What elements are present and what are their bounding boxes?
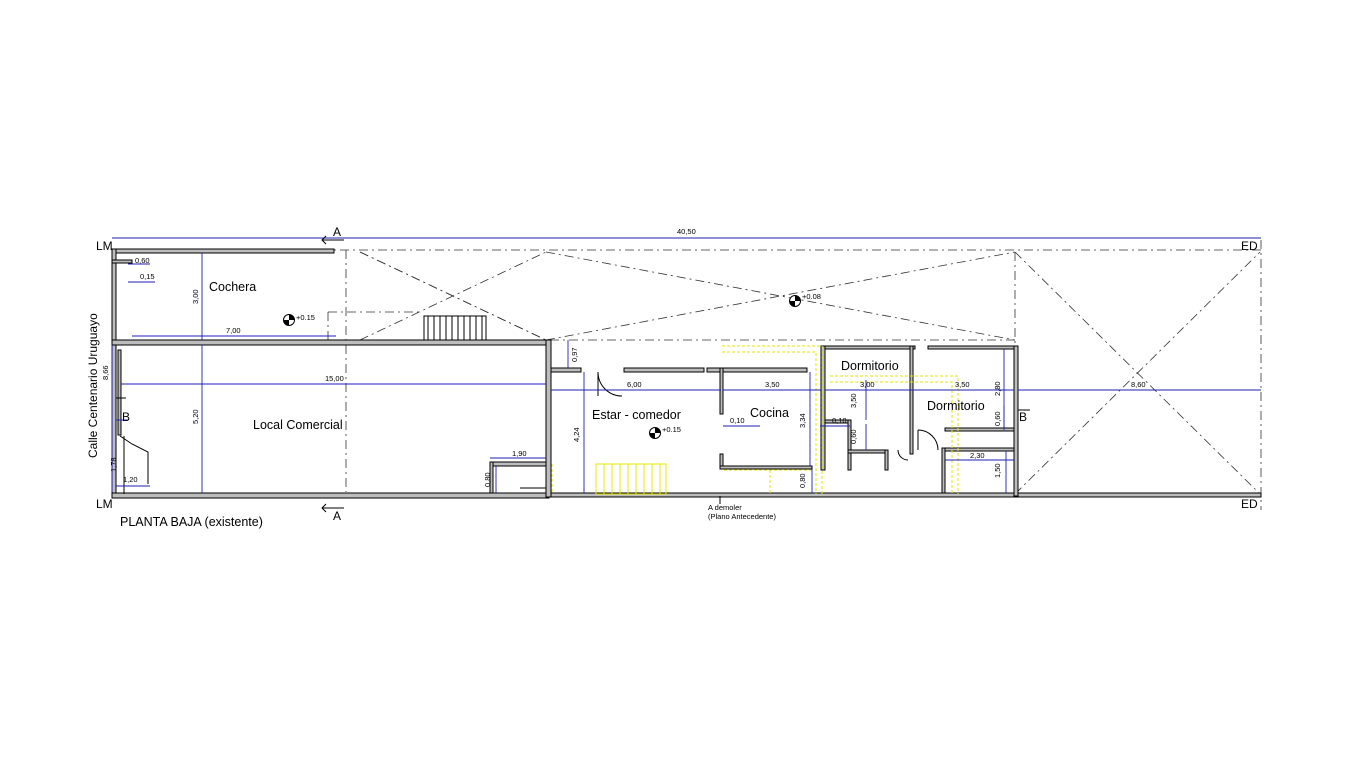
dim-600: 6,00 (627, 380, 642, 389)
room-cocina: Cocina (750, 406, 789, 420)
room-local-comercial: Local Comercial (253, 418, 343, 432)
marker-ed-bottom: ED (1241, 497, 1258, 511)
dim-424: 4,24 (572, 427, 581, 442)
dim-860: 8,60 (1131, 380, 1146, 389)
room-dormitorio-2: Dormitorio (927, 399, 985, 413)
room-estar-comedor: Estar - comedor (592, 408, 681, 422)
dim-350-vertical: 3,50 (849, 393, 858, 408)
note-plano-antecedente: (Plano Antecedente) (708, 512, 776, 521)
dim-080-local: 0,80 (483, 472, 492, 487)
dim-300-cochera: 3,00 (191, 289, 200, 304)
section-b-right: B (1019, 410, 1027, 424)
dim-015: 0,15 (140, 272, 155, 281)
dim-1500: 15,00 (325, 374, 344, 383)
dim-350-cocina: 3,50 (765, 380, 780, 389)
dim-280: 2,80 (993, 381, 1002, 396)
dim-060-right: 0,60 (993, 411, 1002, 426)
doors (119, 371, 939, 494)
street-name: Calle Centenario Uruguayo (86, 313, 100, 458)
drawing-title: PLANTA BAJA (existente) (120, 515, 263, 529)
dim-520: 5,20 (191, 409, 200, 424)
dim-300-dorm: 3,00 (860, 380, 875, 389)
stairs (423, 315, 487, 341)
level-marker-estar (649, 427, 661, 439)
note-demoler: A demoler (708, 503, 742, 512)
room-cochera: Cochera (209, 280, 256, 294)
walls (111, 248, 1262, 499)
level-patio-text: +0.08 (802, 292, 821, 301)
section-b-left: B (122, 410, 130, 424)
level-marker-patio (789, 295, 801, 307)
level-markers (283, 295, 801, 439)
marker-lm-top: LM (96, 239, 113, 253)
dim-097: 0,97 (570, 347, 579, 362)
dim-010-a: 0,10 (730, 416, 745, 425)
marker-ed-top: ED (1241, 239, 1258, 253)
labels: LM LM ED ED A A B B Calle Centenario Uru… (86, 225, 1258, 529)
level-estar-text: +0.15 (662, 425, 681, 434)
section-arrows (116, 235, 1030, 513)
dim-010-b: 0,10 (832, 416, 847, 425)
dim-334: 3,34 (798, 413, 807, 428)
lot-boundaries (112, 240, 1265, 510)
dim-060-vertical: 0,60 (849, 429, 858, 444)
dim-866: 8,66 (101, 365, 110, 380)
dim-total: 40,50 (677, 227, 696, 236)
section-a-top: A (333, 225, 341, 239)
dim-060-top: 0,60 (135, 256, 150, 265)
dim-178: 1,78 (109, 457, 118, 472)
demolition-outline (551, 345, 959, 495)
room-dormitorio-1: Dormitorio (841, 359, 899, 373)
dim-120: 1,20 (123, 475, 138, 484)
dim-080-cocina: 0,80 (798, 473, 807, 488)
dim-700: 7,00 (226, 326, 241, 335)
level-cochera-text: +0.15 (296, 313, 315, 322)
dim-190: 1,90 (512, 449, 527, 458)
dim-150: 1,50 (993, 463, 1002, 478)
level-marker-cochera (283, 314, 295, 326)
dimension-lines (111, 237, 1261, 493)
marker-lm-bottom: LM (96, 497, 113, 511)
section-a-bottom: A (333, 509, 341, 523)
dim-350-dorm: 3,50 (955, 380, 970, 389)
dim-230: 2,30 (970, 451, 985, 460)
